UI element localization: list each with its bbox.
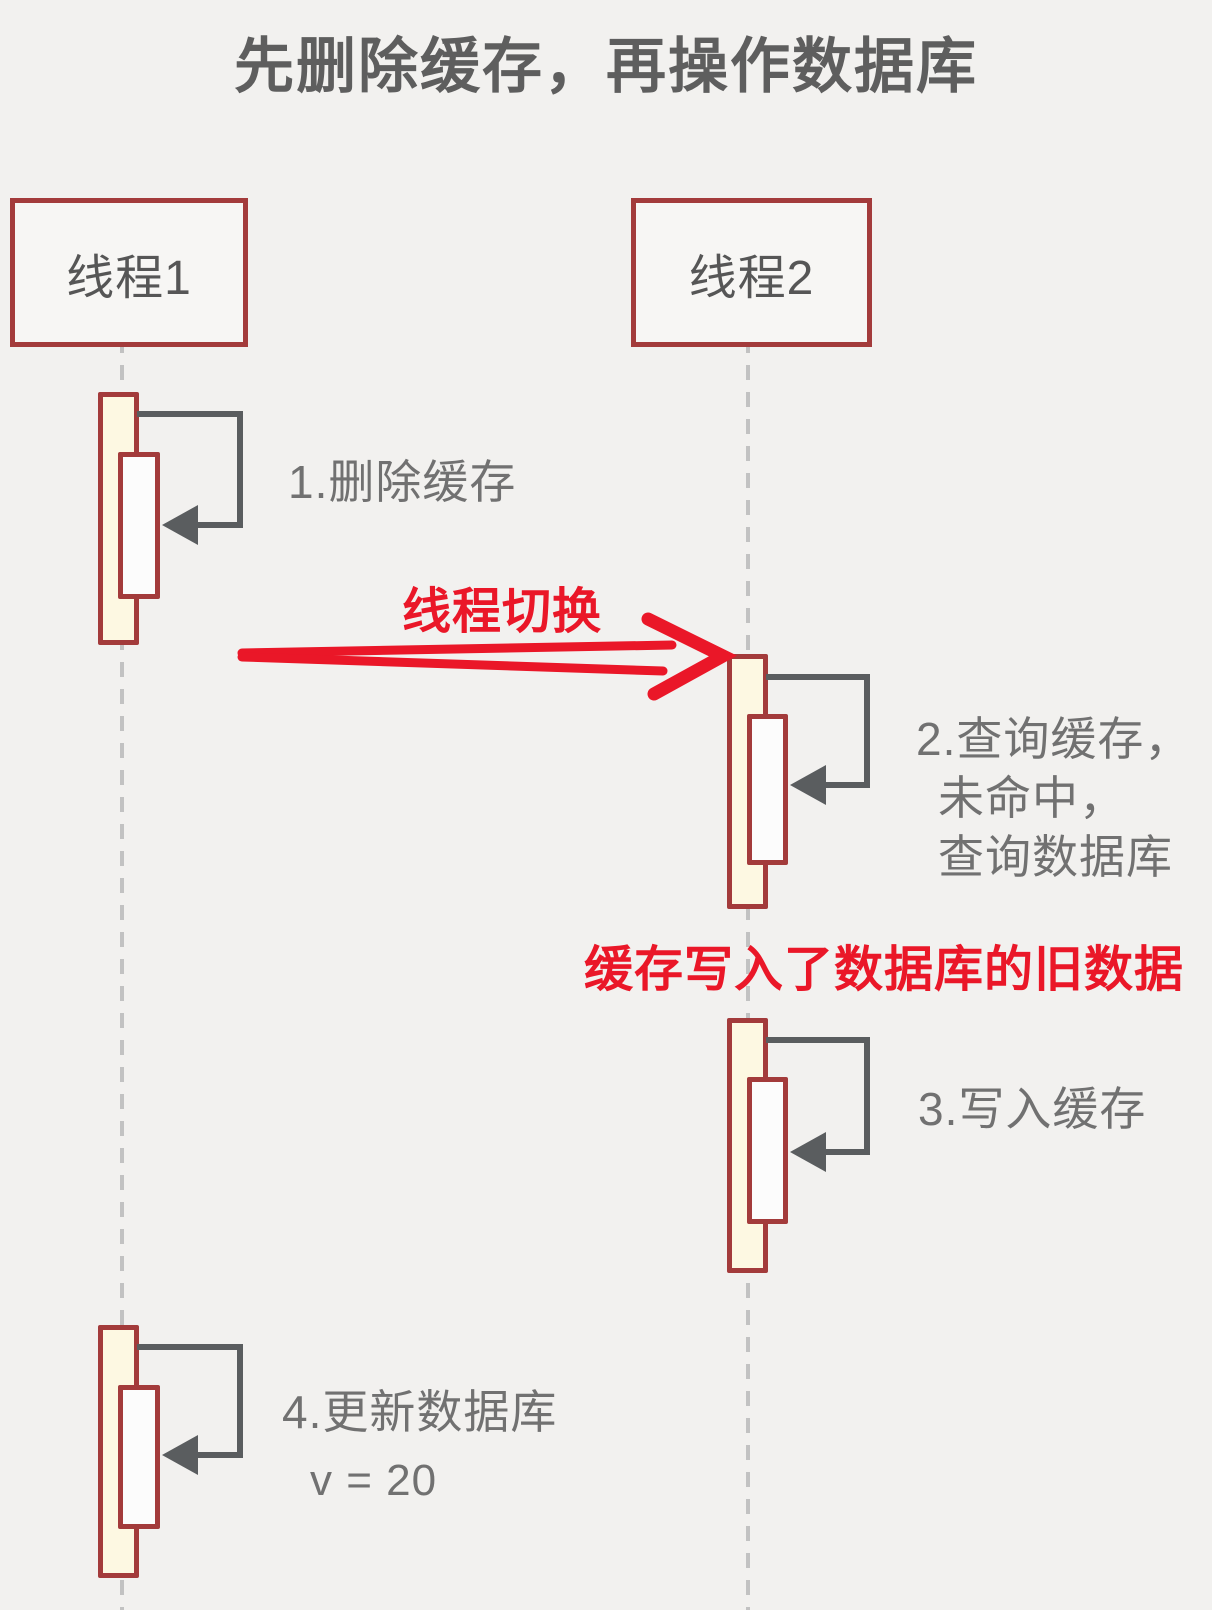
actor-thread2-label: 线程2 [688, 251, 815, 305]
activation-thread2-step3-inner [747, 1077, 788, 1224]
annotation-thread-switch: 线程切换 [402, 585, 603, 639]
actor-thread1: 线程1 [10, 198, 248, 347]
page-title: 先删除缓存，再操作数据库 [234, 33, 978, 100]
activation-thread1-step4-inner [118, 1385, 160, 1529]
annotation-stale-write: 缓存写入了数据库的旧数据 [584, 943, 1185, 997]
self-message-arrowhead-step4 [162, 1435, 198, 1475]
label-step2-line1: 2.查询缓存， [916, 713, 1192, 765]
actor-thread2: 线程2 [631, 198, 872, 347]
activation-thread1-step1-inner [118, 452, 160, 599]
actor-thread1-label: 线程1 [66, 251, 192, 305]
label-step2: 2.查询缓存， 未命中， 查询数据库 [916, 710, 1191, 887]
label-step4-text: 4.更新数据库 [282, 1386, 558, 1438]
label-step1: 1.删除缓存 [288, 456, 517, 508]
label-step3: 3.写入缓存 [918, 1083, 1147, 1135]
label-step2-line2: 未命中， [938, 772, 1126, 824]
activation-thread2-step2-inner [747, 714, 788, 865]
self-message-arrowhead-step1 [162, 505, 198, 545]
self-message-arrowhead-step3 [790, 1132, 826, 1172]
label-step2-line3: 查询数据库 [938, 831, 1173, 883]
label-step4: 4.更新数据库 v = 20 [282, 1376, 557, 1506]
label-step4-value: v = 20 [310, 1456, 438, 1505]
self-message-arrowhead-step2 [790, 765, 826, 805]
